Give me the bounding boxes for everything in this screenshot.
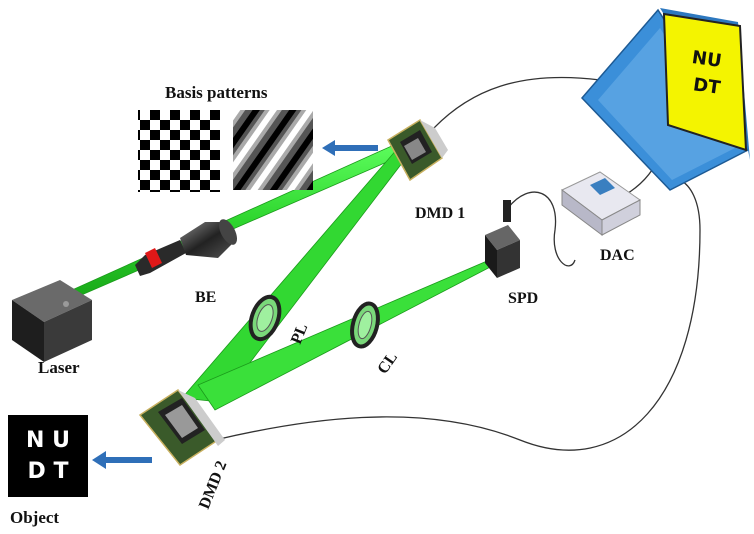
dmd1-device [387, 118, 448, 182]
label-dmd1: DMD 1 [415, 205, 465, 222]
screen-text-line2: DT [692, 74, 723, 99]
label-laser: Laser [38, 358, 80, 377]
basis-pattern-fringe [233, 110, 313, 190]
label-be: BE [195, 289, 216, 306]
label-cl: CL [374, 349, 401, 377]
beam-expander [135, 219, 238, 276]
laser-device [12, 280, 92, 362]
label-object: Object [10, 508, 59, 527]
laptop-computer: NU DT [580, 8, 750, 191]
cable-dmd2-laptop [214, 179, 701, 451]
label-dmd2: DMD 2 [196, 459, 231, 512]
label-pl: PL [288, 321, 311, 346]
screen-text-line1: NU [691, 47, 723, 72]
label-dac: DAC [600, 247, 635, 264]
lens-pl [248, 294, 282, 342]
spd-device [485, 200, 520, 278]
cable-spd-dac [507, 191, 576, 267]
cable-dmd1-laptop [431, 76, 601, 131]
lens-cl [350, 301, 380, 349]
arrow-to-object [92, 451, 152, 469]
basis-pattern-checkerboard [138, 110, 220, 192]
object-text-line2: D T [28, 459, 69, 484]
arrow-to-basis-patterns [322, 140, 378, 156]
label-spd: SPD [508, 290, 538, 307]
object-text-line1: N U [26, 428, 70, 453]
label-basis-patterns: Basis patterns [165, 83, 268, 102]
dac-device [561, 171, 641, 236]
object-image: N U D T [8, 415, 88, 497]
dmd2-device [138, 388, 225, 467]
